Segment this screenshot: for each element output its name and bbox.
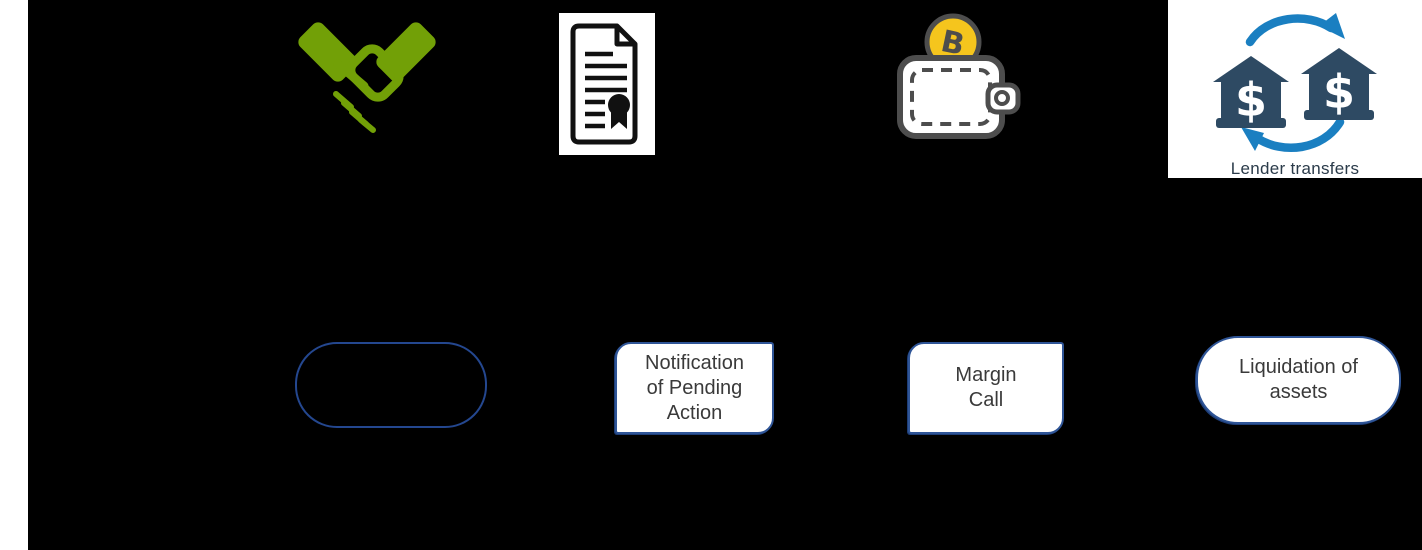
certificate-document-icon — [570, 23, 638, 145]
dollar-symbol: $ — [1323, 65, 1355, 119]
bank-house-right: $ — [1301, 48, 1377, 120]
node-margin-call: Margin Call — [908, 342, 1064, 434]
node-label: Liquidation of assets — [1239, 356, 1358, 403]
dollar-symbol: $ — [1235, 73, 1267, 127]
seal-icon — [608, 94, 630, 116]
handshake-icon-svg — [298, 22, 436, 133]
left-margin-strip — [0, 0, 28, 550]
node-liquidation: Liquidation of assets — [1196, 336, 1401, 424]
wallet-clasp — [985, 82, 1021, 115]
node-label: Margin Call — [955, 364, 1017, 411]
handshake-icon — [296, 14, 438, 138]
bitcoin-wallet-icon-svg: B — [897, 13, 1021, 139]
bank-house-left: $ — [1213, 56, 1289, 128]
node-label: Notification of Pending Action — [645, 351, 744, 424]
lender-transfer-panel: $ $ Lender transfers — [1168, 0, 1422, 178]
node-notification: Notification of Pending Action — [615, 342, 774, 434]
lender-transfer-icon: $ $ — [1213, 13, 1377, 153]
lender-transfer-label: Lender transfers — [1230, 159, 1360, 178]
certificate-panel — [559, 13, 655, 155]
bitcoin-wallet-icon: B — [895, 12, 1021, 142]
node-empty-pill — [295, 342, 487, 428]
